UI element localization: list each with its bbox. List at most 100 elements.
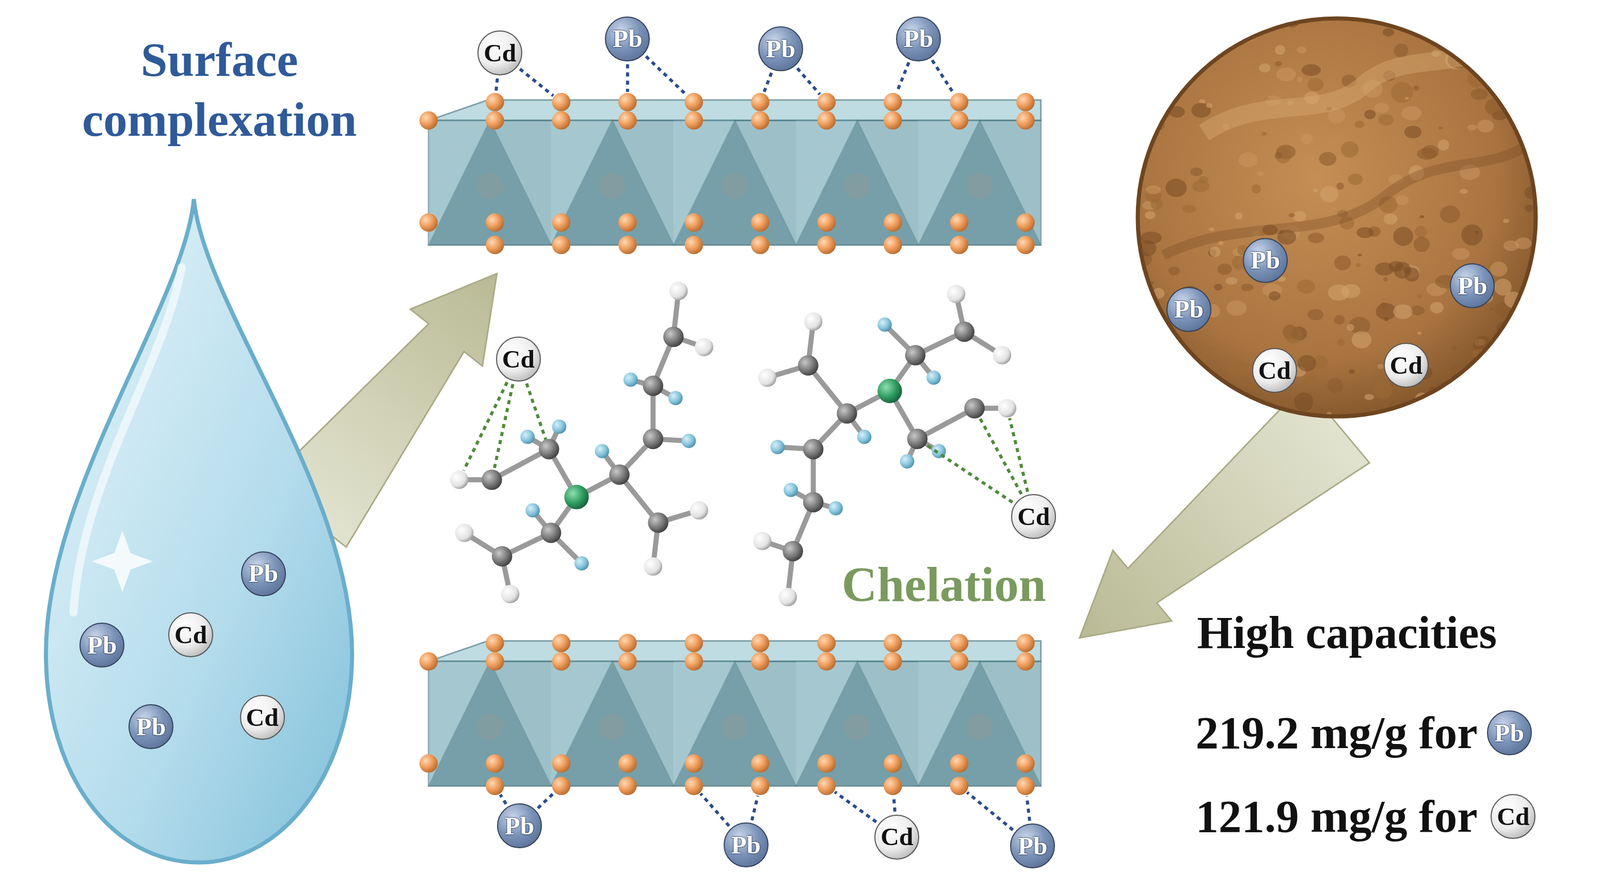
- soil-grain: [1246, 406, 1255, 413]
- oxygen-atom: [618, 213, 637, 232]
- ion-bubble: Cd: [168, 612, 214, 658]
- octahedron-face: [551, 120, 674, 245]
- ion-bubble: Pb: [723, 822, 769, 868]
- soil-grain: [1178, 341, 1186, 349]
- molecule-atom: [552, 419, 567, 435]
- molecule-atom: [778, 587, 797, 607]
- metal-atom: [843, 172, 871, 199]
- ion-bubble: Pb: [1166, 286, 1212, 332]
- oxygen-atom: [817, 235, 837, 255]
- oxygen-atom: [419, 110, 439, 130]
- interaction-line: [626, 64, 630, 92]
- soil-grain: [1430, 301, 1444, 314]
- soil-grain: [1364, 393, 1374, 400]
- soil-grain: [1372, 380, 1393, 399]
- molecule-atom: [797, 355, 819, 376]
- soil-grain: [1256, 171, 1265, 176]
- soil-grain: [1186, 61, 1198, 69]
- soil-grain: [1467, 124, 1478, 131]
- section-heading: Surface complexation: [38, 29, 400, 151]
- soil-grain: [1133, 17, 1146, 25]
- soil-grain: [1304, 374, 1318, 386]
- soil-grain: [1510, 370, 1529, 386]
- soil-grain: [1441, 395, 1447, 400]
- soil-grain: [1337, 338, 1345, 346]
- molecule-atom: [803, 491, 824, 513]
- oxygen-atom: [618, 110, 637, 130]
- soil-grain: [1404, 97, 1410, 100]
- octahedron-face: [673, 661, 796, 786]
- soil-grain: [1206, 346, 1217, 358]
- oxygen-atom: [817, 213, 837, 232]
- soil-grain: [1492, 352, 1510, 365]
- ion-symbol: Pb: [504, 812, 535, 839]
- soil-grain: [1144, 211, 1156, 219]
- oxygen-atom: [485, 776, 505, 796]
- soil-grain: [1169, 106, 1186, 118]
- soil-grain: [1297, 354, 1317, 372]
- ion-bubble: Pb: [241, 551, 286, 597]
- soil-grain: [1401, 105, 1422, 120]
- soil-grain: [1461, 224, 1483, 246]
- ion-bubble: Pb: [896, 16, 941, 62]
- soil-grain: [1228, 360, 1249, 378]
- molecule-atom: [525, 503, 540, 518]
- molecule-atom: [907, 428, 928, 450]
- oxygen-atom: [817, 92, 837, 112]
- soil-grain: [1297, 279, 1316, 294]
- soil-grain: [1377, 363, 1385, 370]
- soil-grain: [1166, 37, 1180, 46]
- molecule-atom: [857, 429, 872, 444]
- interaction-line: [1026, 795, 1030, 821]
- oxygen-atom: [684, 213, 704, 232]
- oxygen-atom: [750, 92, 770, 112]
- soil-ridge: [1204, 40, 1500, 133]
- soil-grain: [1517, 73, 1531, 86]
- soil-grain: [1148, 9, 1169, 29]
- interaction-line: [932, 60, 954, 94]
- slab-top-face: [428, 641, 1041, 662]
- ion-bubble: Pb: [79, 622, 125, 668]
- interaction-line: [896, 62, 909, 93]
- ion-symbol: Pb: [87, 632, 118, 658]
- soil-grain: [1307, 77, 1324, 91]
- ion-symbol: Pb: [1173, 296, 1204, 322]
- soil-grain: [1327, 377, 1344, 393]
- soil-grain: [1268, 291, 1281, 301]
- oxygen-atom: [750, 633, 770, 653]
- oxygen-atom: [950, 110, 969, 130]
- ion-bubble: Cd: [477, 30, 523, 76]
- soil-grain: [1507, 39, 1517, 45]
- soil-grain: [1502, 218, 1510, 223]
- oxygen-atom: [419, 213, 439, 232]
- molecule-atom: [877, 378, 902, 403]
- ion-bubble: Pb: [1486, 710, 1532, 756]
- oxygen-atom: [883, 754, 903, 773]
- soil-grain: [1459, 188, 1468, 195]
- soil-grain: [1490, 261, 1508, 277]
- soil-grain: [1152, 100, 1172, 120]
- oxygen-atom: [552, 92, 571, 112]
- soil-grain: [1467, 70, 1490, 88]
- octahedron-face: [673, 120, 796, 245]
- soil-grain: [1501, 356, 1524, 373]
- soil-grain: [1140, 231, 1162, 245]
- oxygen-atom: [684, 633, 704, 653]
- molecule-atom: [538, 438, 560, 460]
- soil-grain: [1395, 195, 1410, 205]
- soil-grain: [1409, 400, 1429, 418]
- soil-grain: [1357, 253, 1362, 256]
- soil-grain: [1413, 85, 1420, 91]
- soil-grain: [1384, 316, 1389, 322]
- molecule-atom: [877, 317, 892, 332]
- soil-grain: [1140, 314, 1156, 329]
- soil-grain: [1495, 92, 1512, 103]
- oxygen-atom: [1016, 110, 1035, 130]
- metal-atom: [599, 713, 626, 740]
- slab-front-face: [428, 120, 1041, 245]
- molecule-atom: [647, 512, 669, 533]
- molecule-atom: [663, 326, 684, 348]
- soil-grain: [1258, 63, 1271, 73]
- soil-grain: [1348, 369, 1355, 374]
